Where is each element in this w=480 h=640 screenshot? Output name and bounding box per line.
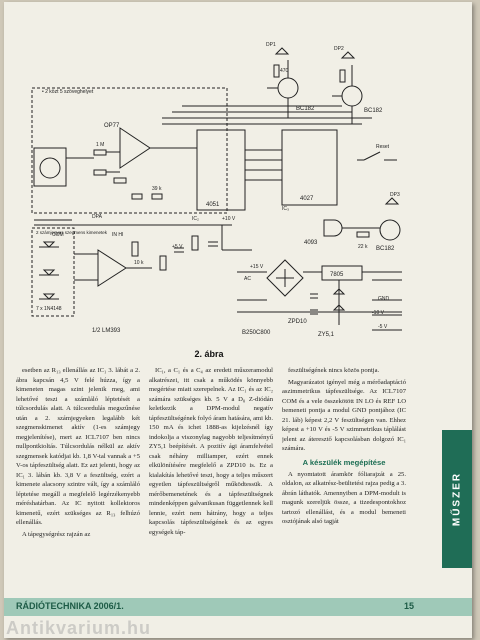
ic3-name: IC₃ xyxy=(282,206,289,212)
range-switch xyxy=(33,147,67,187)
dp1-label: DP1 xyxy=(266,42,276,48)
in-hi-label: IN HI xyxy=(112,232,123,238)
diodes-label: 7 x 1N4148 xyxy=(36,306,62,312)
paragraph: IC₁, a C₁ és a C₄ az eredeti műszeramodu… xyxy=(149,367,273,536)
transistor-3 xyxy=(379,219,401,241)
article-text: esetben az R₁₃ ellenállás az IC₁ 3. lábá… xyxy=(16,366,406,594)
v4-label: -10 V xyxy=(372,310,385,316)
paragraph: feszültségének nincs közös pontja. xyxy=(288,367,380,374)
v3-label: -5 V xyxy=(378,324,388,330)
comparator-label: 1/2 LM393 xyxy=(92,328,121,334)
text-column-1: esetben az R₁₃ ellenállás az IC₁ 3. lábá… xyxy=(16,366,140,594)
text-column-3: feszültségének nincs közös pontja. Magya… xyxy=(282,366,406,594)
gnd-label: GND xyxy=(378,296,390,302)
dp3-label: DP3 xyxy=(390,192,400,198)
r10k-label: 10 k xyxy=(134,260,144,266)
op-amp-symbol xyxy=(119,127,151,169)
paragraph: Magyarázatot igényel még a mérőadaptáció… xyxy=(282,378,406,453)
ac-label: AC xyxy=(244,276,251,282)
transistor-1 xyxy=(277,77,299,99)
section-heading: A készülék megépítése xyxy=(302,457,386,467)
r22k-label: 22 k xyxy=(358,244,368,250)
paragraph: A tápegységrész rajzán az xyxy=(22,530,91,538)
side-tab-label: MŰSZER xyxy=(451,471,463,527)
page-number: 15 xyxy=(403,601,414,611)
v2-label: +5 V xyxy=(172,244,183,250)
tr3-label: BC182 xyxy=(376,246,395,252)
bridge-rectifier xyxy=(266,259,304,297)
op-amp-label: OP77 xyxy=(104,123,120,129)
v1-label: +10 V xyxy=(222,216,236,222)
text-column-2: IC₁, a C₁ és a C₄ az eredeti műszeramodu… xyxy=(149,366,273,594)
v5-label: +15 V xyxy=(250,264,264,270)
watermark: Antikvarium.hu xyxy=(6,618,152,638)
figure-caption: 2. ábra xyxy=(194,349,224,359)
zpd-label: ZPD10 xyxy=(288,319,307,325)
paragraph: esetben az R₁₃ ellenállás az IC₁ 3. lábá… xyxy=(16,367,140,526)
ic2-label: 4051 xyxy=(206,202,220,208)
com-label: COM xyxy=(52,232,64,238)
dpa-label: DPA xyxy=(92,214,103,220)
transistor-2 xyxy=(341,85,363,107)
ic2-chip xyxy=(196,129,246,211)
tr2-label: BC182 xyxy=(364,108,383,114)
page-footer: RÁDIÓTECHNIKA 2006/1. 15 xyxy=(4,598,472,616)
regulator-label: 7805 xyxy=(330,272,344,278)
regulator-7805 xyxy=(321,265,363,281)
r470-label: 470 xyxy=(280,68,289,74)
paragraph: A nyomtatott áramkör fóliarajzát a 25. o… xyxy=(282,470,406,526)
zy-label: ZY5,1 xyxy=(318,332,335,338)
dp2-label: DP2 xyxy=(334,46,344,52)
dashed-note: • 2 közt 5 szöveghelyet xyxy=(42,89,94,95)
section-side-tab: MŰSZER xyxy=(442,430,472,568)
magazine-page: • 2 közt 5 szöveghelyet OP77 4051 IC₂ 40… xyxy=(4,2,472,638)
ic3-chip xyxy=(281,129,338,206)
ic4-label: 4093 xyxy=(304,240,318,246)
dashed-region xyxy=(31,87,228,214)
reset-label: Reset xyxy=(376,144,390,150)
r39k-label: 39 k xyxy=(152,186,162,192)
circuit-schematic: • 2 közt 5 szöveghelyet OP77 4051 IC₂ 40… xyxy=(31,42,402,338)
r1m-label: 1 M xyxy=(96,142,104,148)
dashed-region-2 xyxy=(31,227,75,317)
segment-note: 2 számjegyes szegmens kimenetek xyxy=(36,230,108,235)
ic3-label: 4027 xyxy=(300,196,314,202)
comparator-symbol xyxy=(97,249,127,287)
ic2-name: IC₂ xyxy=(192,216,199,222)
bridge-label: B250C800 xyxy=(242,330,271,336)
tr1-label: BC182 xyxy=(296,106,315,112)
magazine-name: RÁDIÓTECHNIKA 2006/1. xyxy=(16,601,124,611)
